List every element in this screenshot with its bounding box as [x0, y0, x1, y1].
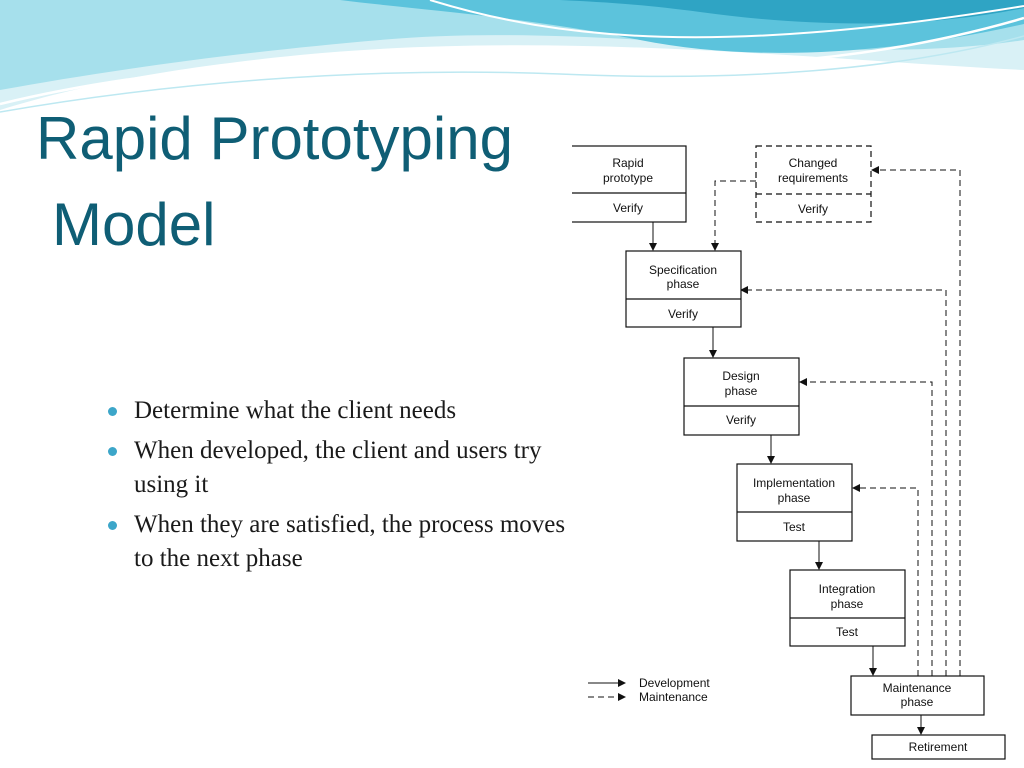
rapid-prototype-label-2: prototype [603, 171, 653, 185]
specification-check: Verify [668, 307, 698, 321]
box-specification [625, 250, 742, 328]
maintenance-flow-lines [588, 166, 961, 701]
integration-label-1: Integration [819, 582, 876, 596]
maintenance-arrow-to-design [799, 378, 933, 676]
slide-title: Rapid Prototyping Model [36, 96, 513, 268]
header-swoosh [0, 0, 1024, 113]
bullet-text: When they are satisfied, the process mov… [134, 511, 566, 572]
box-rapid-prototype [572, 145, 687, 223]
integration-label-2: phase [831, 597, 864, 611]
bullet-item: When developed, the client and users try… [108, 434, 578, 502]
slide-title-line1: Rapid Prototyping [36, 105, 513, 172]
bullet-dot-icon [108, 521, 117, 530]
box-retirement [871, 734, 1006, 760]
maintenance-label-1: Maintenance [883, 681, 952, 695]
box-changed-requirements [755, 145, 872, 223]
changed-requirements-arrow-to-specification [711, 180, 756, 251]
design-label-2: phase [725, 384, 758, 398]
bullet-text: When developed, the client and users try… [134, 437, 542, 498]
rapid-prototype-check: Verify [613, 201, 643, 215]
bullet-dot-icon [108, 407, 117, 416]
maintenance-arrow-to-changed-requirements [871, 166, 961, 676]
specification-label-2: phase [667, 277, 700, 291]
changed-requirements-label-2: requirements [778, 171, 848, 185]
maintenance-arrow-to-specification [740, 286, 947, 676]
design-check: Verify [726, 413, 756, 427]
integration-check: Test [836, 625, 859, 639]
bullet-text: Determine what the client needs [134, 397, 457, 424]
implementation-label-2: phase [778, 491, 811, 505]
specification-label-1: Specification [649, 263, 717, 277]
changed-requirements-check: Verify [798, 202, 828, 216]
development-flow-lines [588, 222, 925, 735]
maintenance-arrow-to-implementation [852, 484, 919, 676]
bullet-item: Determine what the client needs [108, 394, 578, 428]
changed-requirements-label-1: Changed [789, 156, 838, 170]
implementation-label-1: Implementation [753, 476, 835, 490]
box-implementation [736, 463, 853, 542]
design-label-1: Design [722, 369, 759, 383]
slide-title-line2: Model [52, 191, 216, 258]
rapid-prototyping-diagram: Rapid prototype Verify Changed requireme… [572, 140, 1024, 768]
box-maintenance [850, 675, 985, 716]
maintenance-label-2: phase [901, 695, 934, 709]
box-design [683, 357, 800, 436]
bullet-dot-icon [108, 447, 117, 456]
diagram-svg: Rapid prototype Verify Changed requireme… [572, 145, 1006, 760]
legend: Development Maintenance [639, 676, 710, 704]
retirement-label: Retirement [909, 740, 968, 754]
bullet-item: When they are satisfied, the process mov… [108, 508, 578, 576]
box-integration [789, 569, 906, 647]
rapid-prototype-label-1: Rapid [612, 156, 643, 170]
bullet-list: Determine what the client needs When dev… [108, 394, 578, 582]
legend-maintenance-label: Maintenance [639, 690, 708, 704]
legend-development-label: Development [639, 676, 710, 690]
implementation-check: Test [783, 520, 806, 534]
